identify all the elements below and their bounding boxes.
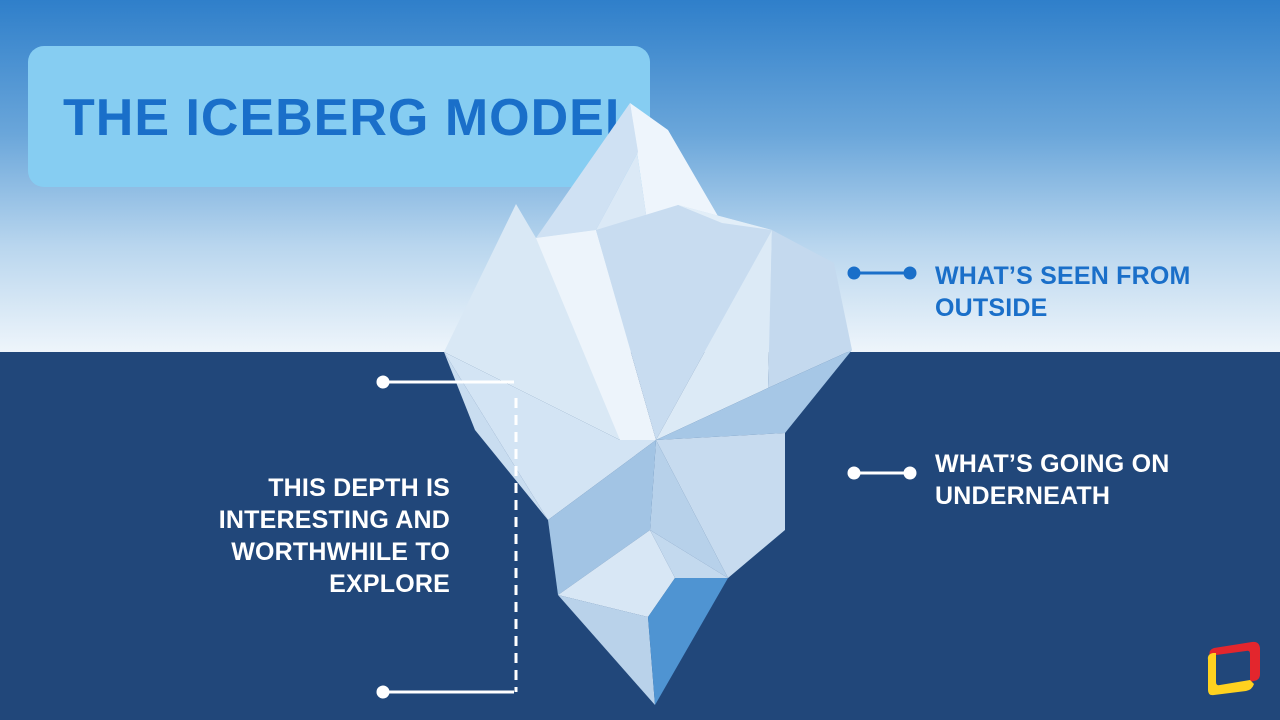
depth-bracket (376, 375, 518, 699)
label-seen-from-outside: WHAT’S SEEN FROM OUTSIDE (935, 262, 1191, 322)
connector-underneath (847, 466, 917, 480)
page-title: THE ICEBERG MODEL (63, 89, 638, 147)
brand-logo-icon (1207, 641, 1260, 696)
label-depth-explore: THIS DEPTH IS INTERESTING AND WORTHWHILE… (218, 474, 450, 598)
connector-seen (847, 266, 917, 280)
label-going-on-underneath: WHAT’S GOING ON UNDERNEATH (935, 450, 1170, 510)
iceberg-shape (444, 103, 852, 705)
title-box (28, 46, 650, 187)
